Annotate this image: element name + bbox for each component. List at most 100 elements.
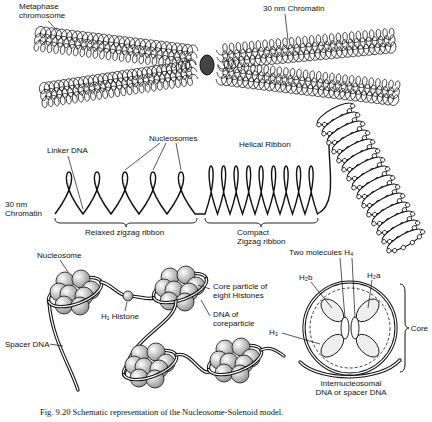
dna-wrap [304,282,396,374]
nucleosome-bead [390,175,396,181]
nucleosome-bead [380,157,386,163]
dna-strand [261,348,284,356]
part-label: H₁ Histone [100,312,140,321]
nucleosome-bead [326,140,332,146]
brace [400,284,409,372]
nucleosome-bead [416,234,422,240]
dna-strand [49,302,78,390]
nucleosome-bead [341,167,347,173]
leader-line [60,260,68,272]
nucleosome-bead [400,193,406,199]
part-label: Relaxed zigzag ribbon [84,228,165,237]
leader-line [282,333,320,344]
chromatin-coil [42,74,198,107]
nucleosome-bead [361,203,367,209]
nucleosome-bead [350,103,356,109]
part-label: Nucleosomes [148,134,198,143]
nucleosome-bead [351,185,357,191]
dna-strand [49,282,102,306]
nucleosome-bead [331,149,337,155]
nucleosome-bead [400,245,406,251]
nucleosome-bead [321,131,327,137]
nucleosome-bead [420,229,426,235]
nucleosome-bead [409,240,415,246]
leader-line [201,300,210,316]
dna-strand [124,355,177,379]
nucleosome-bead [355,112,361,118]
nucleosome-bead [376,230,382,236]
dna-wrap [304,282,396,374]
part-label: Linker DNA [46,146,89,155]
leader-line [125,302,127,311]
leader-line [352,258,355,318]
nucleosome-bead [415,220,421,226]
nucleosome-bead [366,212,372,218]
nucleosome-bead [375,148,381,154]
leader-line [340,258,345,318]
part-label: 30 nm Chromatin [262,4,325,13]
leader-line [285,14,288,40]
dna-strand [209,350,262,374]
part-label: Metaphase chromosome [18,2,76,20]
leader-line [48,21,58,31]
nucleosome-bead [371,221,377,227]
chromatin-coil [35,27,198,56]
leader-line [311,282,332,308]
dna-strand [124,355,177,379]
solenoid-ring [385,225,426,255]
centromere [200,55,214,75]
nucleosome-bead [386,248,392,254]
dna-strand [261,348,284,356]
core-boundary [310,288,390,368]
nucleosome-bead [381,239,387,245]
nucleosome-bead [385,166,391,172]
nucleosome-bead [370,139,376,145]
part-label: Helical Ribbon [238,140,292,149]
h4-molecule [341,317,349,339]
part-label: H₂a [366,271,381,280]
part-label: 30 nm Chromatin [4,200,46,218]
part-label: DNA of coreparticle [212,310,274,328]
part-label: Compact Zigzag ribbon [236,228,292,246]
leader-line [49,344,63,346]
dna-strand [154,278,207,302]
part-label: Spacer DNA [4,340,50,349]
nucleosome-bead [405,202,411,208]
bracket [205,218,318,227]
dna-strand [49,302,78,390]
chromatin-coil [39,60,196,93]
nucleosome-bead [316,122,322,128]
dna-strand [176,354,209,372]
part-label: H₂b [298,273,313,282]
part-label: Internucleosomal DNA or spacer DNA [310,379,392,397]
bracket [55,218,197,227]
dna-strand [154,278,207,302]
leader-line [368,280,372,308]
h1-histone [123,291,133,301]
solenoid-turn [383,224,427,257]
nucleosome-bead [356,194,362,200]
leader-line [68,156,83,209]
part-label: Two molecules H₄ [288,248,354,257]
chromatin-coil [216,74,399,105]
nucleosome-bead [336,158,342,164]
part-label: H₃ [268,328,279,337]
leader-line [153,143,166,170]
h4-molecule [351,317,359,339]
dna-strand [49,282,102,306]
leader-line [198,285,210,289]
nucleosome-bead [365,130,371,136]
dna-strand [176,354,209,372]
nucleosome-bead [346,176,352,182]
nucleosome-bead [360,121,366,127]
nucleosome-bead [392,248,398,254]
part-label: Nucleosome [36,251,82,260]
figure-caption: Fig. 9.20 Schematic representation of th… [40,407,283,417]
nucleosome-bead [410,211,416,217]
part-label: Core particle of eight Histones [212,282,278,300]
dna-ribbon [55,114,335,214]
leader-line [176,143,181,170]
nucleosome-bead [395,184,401,190]
